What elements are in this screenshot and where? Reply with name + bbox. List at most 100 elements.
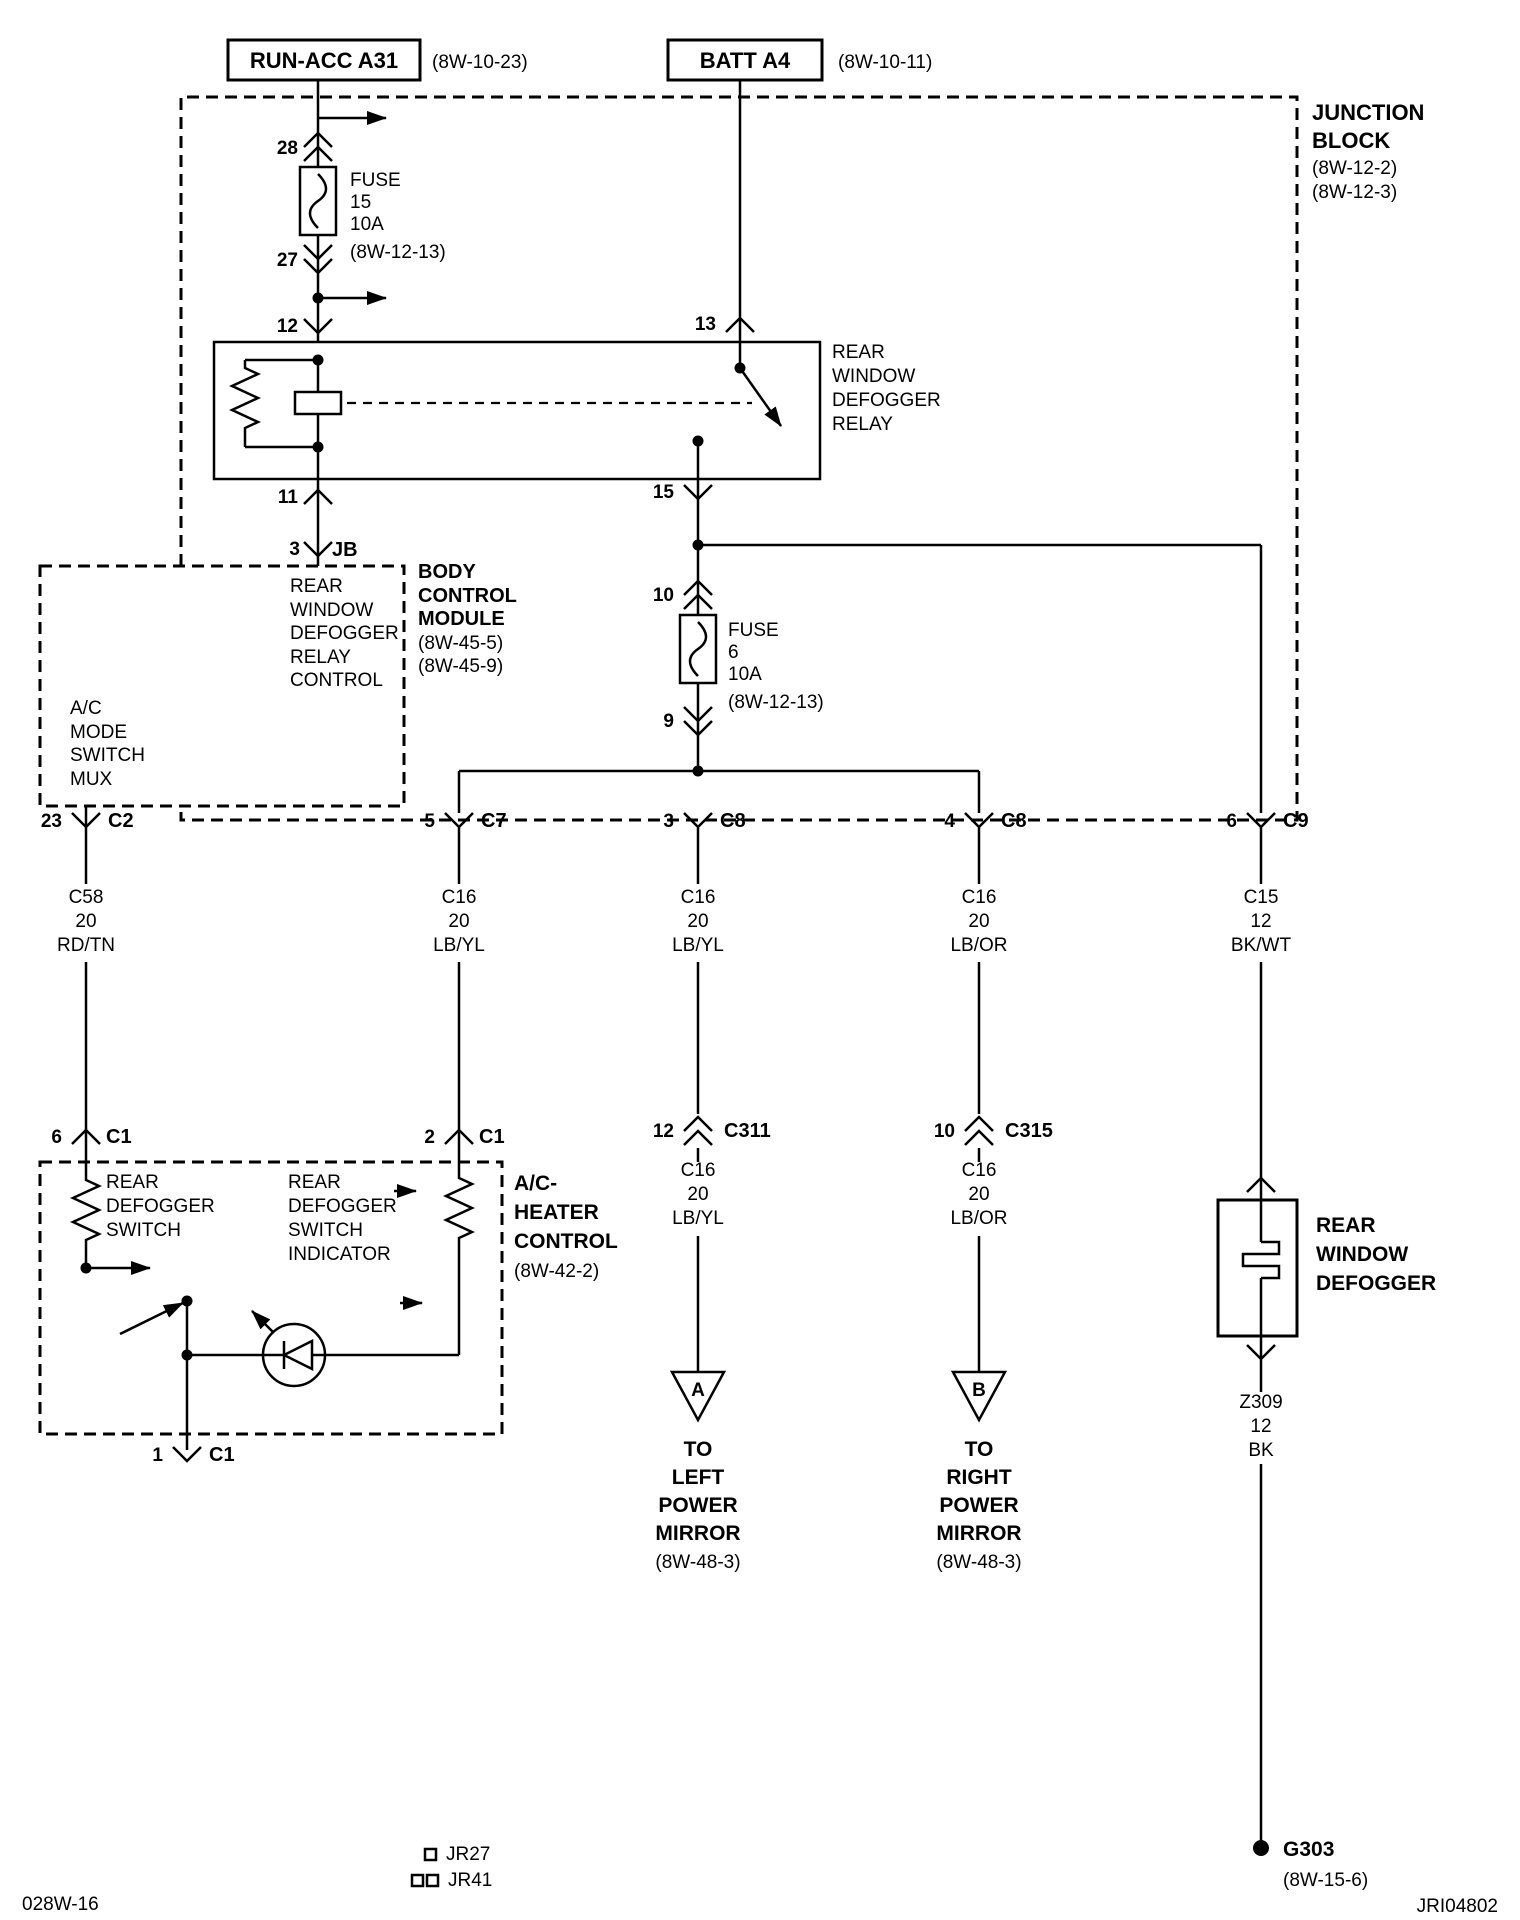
connector-row: 23 C2 5 C7 3 C8 4 C8 6 C9 xyxy=(41,810,1309,832)
connector-c9-name: C9 xyxy=(1283,810,1309,832)
rear-window-defogger-box xyxy=(1216,1198,1299,1338)
pin-1-c1: 1 xyxy=(152,1445,163,1466)
connector-c1-name: C1 xyxy=(479,1126,505,1148)
connector-pin13-symbol xyxy=(725,316,755,333)
ground-symbol xyxy=(1253,1840,1269,1856)
mirror-right-label: MIRROR xyxy=(936,1522,1021,1545)
bcm-module-ref: (8W-45-5) xyxy=(418,633,503,654)
connector-pin11-symbol xyxy=(303,488,333,505)
mirror-right-label: POWER xyxy=(939,1494,1018,1517)
ac-heater-ref: (8W-42-2) xyxy=(514,1261,599,1282)
bcm-module-ref: (8W-45-9) xyxy=(418,656,503,677)
wire-label: C16 xyxy=(962,887,997,908)
mirror-right-ref: (8W-48-3) xyxy=(936,1552,1021,1573)
wire-label: LB/YL xyxy=(672,1208,724,1229)
branch-left-mirror: C16 20 LB/YL 12 C311 C16 20 LB/YL A TO L… xyxy=(653,828,771,1573)
connector-c8a-name: C8 xyxy=(720,810,746,832)
off-page-connector-b xyxy=(950,1370,1008,1423)
wire-label: LB/YL xyxy=(433,935,485,956)
pin-15: 15 xyxy=(653,482,675,503)
mirror-left-label: LEFT xyxy=(672,1466,725,1489)
wire-label: C58 xyxy=(69,887,104,908)
connector-c2-name: C2 xyxy=(108,810,134,832)
relay-label: DEFOGGER xyxy=(832,390,941,411)
connector-c1-pin1-symbol xyxy=(172,1446,202,1463)
fuse-6-name: FUSE xyxy=(728,620,779,641)
switched-output: 15 10 FUSE 6 10A (8W-12-13) 9 xyxy=(457,479,1263,813)
feed-box-run-acc xyxy=(226,38,422,82)
junction-block-title-2: BLOCK xyxy=(1312,128,1390,153)
indicator-label: DEFOGGER xyxy=(288,1196,397,1217)
feed-batt-ref: (8W-10-11) xyxy=(838,52,932,73)
ground-ref: (8W-15-6) xyxy=(1283,1870,1368,1891)
pin-12-c311: 12 xyxy=(653,1121,674,1142)
pin-3-c8: 3 xyxy=(663,811,674,832)
pin-13: 13 xyxy=(695,314,716,335)
defogger-element-symbol xyxy=(1241,1240,1281,1280)
ac-heater-control-box: REAR DEFOGGER SWITCH REAR DEFOGGER SWITC… xyxy=(38,1160,618,1466)
branch-right-mirror: C16 20 LB/OR 10 C315 C16 20 LB/OR B TO R… xyxy=(934,828,1053,1573)
wire-label: BK/WT xyxy=(1231,935,1292,956)
mirror-left-label: POWER xyxy=(658,1494,737,1517)
junction-block-title: JUNCTION xyxy=(1312,100,1424,125)
connector-pin3-symbol xyxy=(303,541,333,558)
indicator-resistor-symbol xyxy=(443,1170,475,1252)
pin-10-c315: 10 xyxy=(934,1121,955,1142)
defogger-switch-label: REAR xyxy=(106,1172,159,1193)
feed-box-batt xyxy=(666,38,824,82)
junction-block-outline: JUNCTION BLOCK (8W-12-2) (8W-12-3) xyxy=(179,95,1424,822)
relay-label: RELAY xyxy=(832,414,893,435)
defogger-label: DEFOGGER xyxy=(1316,1272,1436,1295)
pin-10: 10 xyxy=(653,585,674,606)
relay-label: WINDOW xyxy=(832,366,915,387)
fuse-15-name: FUSE xyxy=(350,170,401,191)
pin-2-c1: 2 xyxy=(424,1127,435,1148)
pin-28: 28 xyxy=(277,138,298,159)
connector-c8a-symbol xyxy=(683,812,713,829)
connector-pin10-symbol xyxy=(683,579,713,610)
relay-label: REAR xyxy=(832,342,885,363)
ground-name: G303 xyxy=(1283,1838,1334,1861)
bcm-control-label: DEFOGGER xyxy=(290,623,399,644)
splice-jr41-label: JR41 xyxy=(448,1870,492,1891)
connector-c1-name: C1 xyxy=(209,1444,235,1466)
wire-label: C16 xyxy=(442,887,477,908)
pin-23: 23 xyxy=(41,811,62,832)
connector-pin15-symbol xyxy=(683,484,713,501)
defogger-switch-label: SWITCH xyxy=(106,1220,181,1241)
mirror-right-label: RIGHT xyxy=(946,1466,1012,1489)
defogger-label: REAR xyxy=(1316,1214,1376,1237)
fuse-6-number: 6 xyxy=(728,642,739,663)
bcm-module-label: BODY xyxy=(418,561,476,583)
wire-label: 12 xyxy=(1250,911,1271,932)
fuse-6-rating: 10A xyxy=(728,664,762,685)
connector-c7-name: C7 xyxy=(481,810,507,832)
wire-label: 20 xyxy=(968,1184,989,1205)
connector-pin27-symbol xyxy=(303,244,333,275)
off-page-connector-a xyxy=(669,1370,727,1423)
connector-c311-symbol xyxy=(683,1115,713,1146)
pin-6-c9: 6 xyxy=(1226,811,1237,832)
ac-heater-title: CONTROL xyxy=(514,1230,618,1253)
bcm-mux-label: A/C xyxy=(70,698,102,719)
mirror-left-label: MIRROR xyxy=(655,1522,740,1545)
bcm-control-label: RELAY xyxy=(290,647,351,668)
defogger-switch-label: DEFOGGER xyxy=(106,1196,215,1217)
wire-label: LB/OR xyxy=(950,935,1007,956)
pin-3: 3 xyxy=(289,539,300,560)
wire-label: C15 xyxy=(1244,887,1279,908)
defogger-label: WINDOW xyxy=(1316,1243,1408,1266)
branch-c7-wire: C16 20 LB/YL 2 C1 xyxy=(424,828,505,1170)
pin-11: 11 xyxy=(278,487,299,508)
indicator-label: SWITCH xyxy=(288,1220,363,1241)
body-control-module-box: REAR WINDOW DEFOGGER RELAY CONTROL BODY … xyxy=(38,561,517,808)
connector-c1-pin2-symbol xyxy=(444,1128,474,1145)
connector-c315-name: C315 xyxy=(1005,1120,1053,1142)
branch-defogger: C15 12 BK/WT REAR WINDOW DEFOGGER Z309 1… xyxy=(1216,828,1436,1891)
bcm-control-label: CONTROL xyxy=(290,670,383,691)
splice-jr41-symbol xyxy=(410,1873,425,1888)
bcm-mux-label: SWITCH xyxy=(70,745,145,766)
rear-window-defogger-relay: REAR WINDOW DEFOGGER RELAY xyxy=(212,340,941,481)
relay-control-wire: 11 3 JB xyxy=(278,479,358,566)
